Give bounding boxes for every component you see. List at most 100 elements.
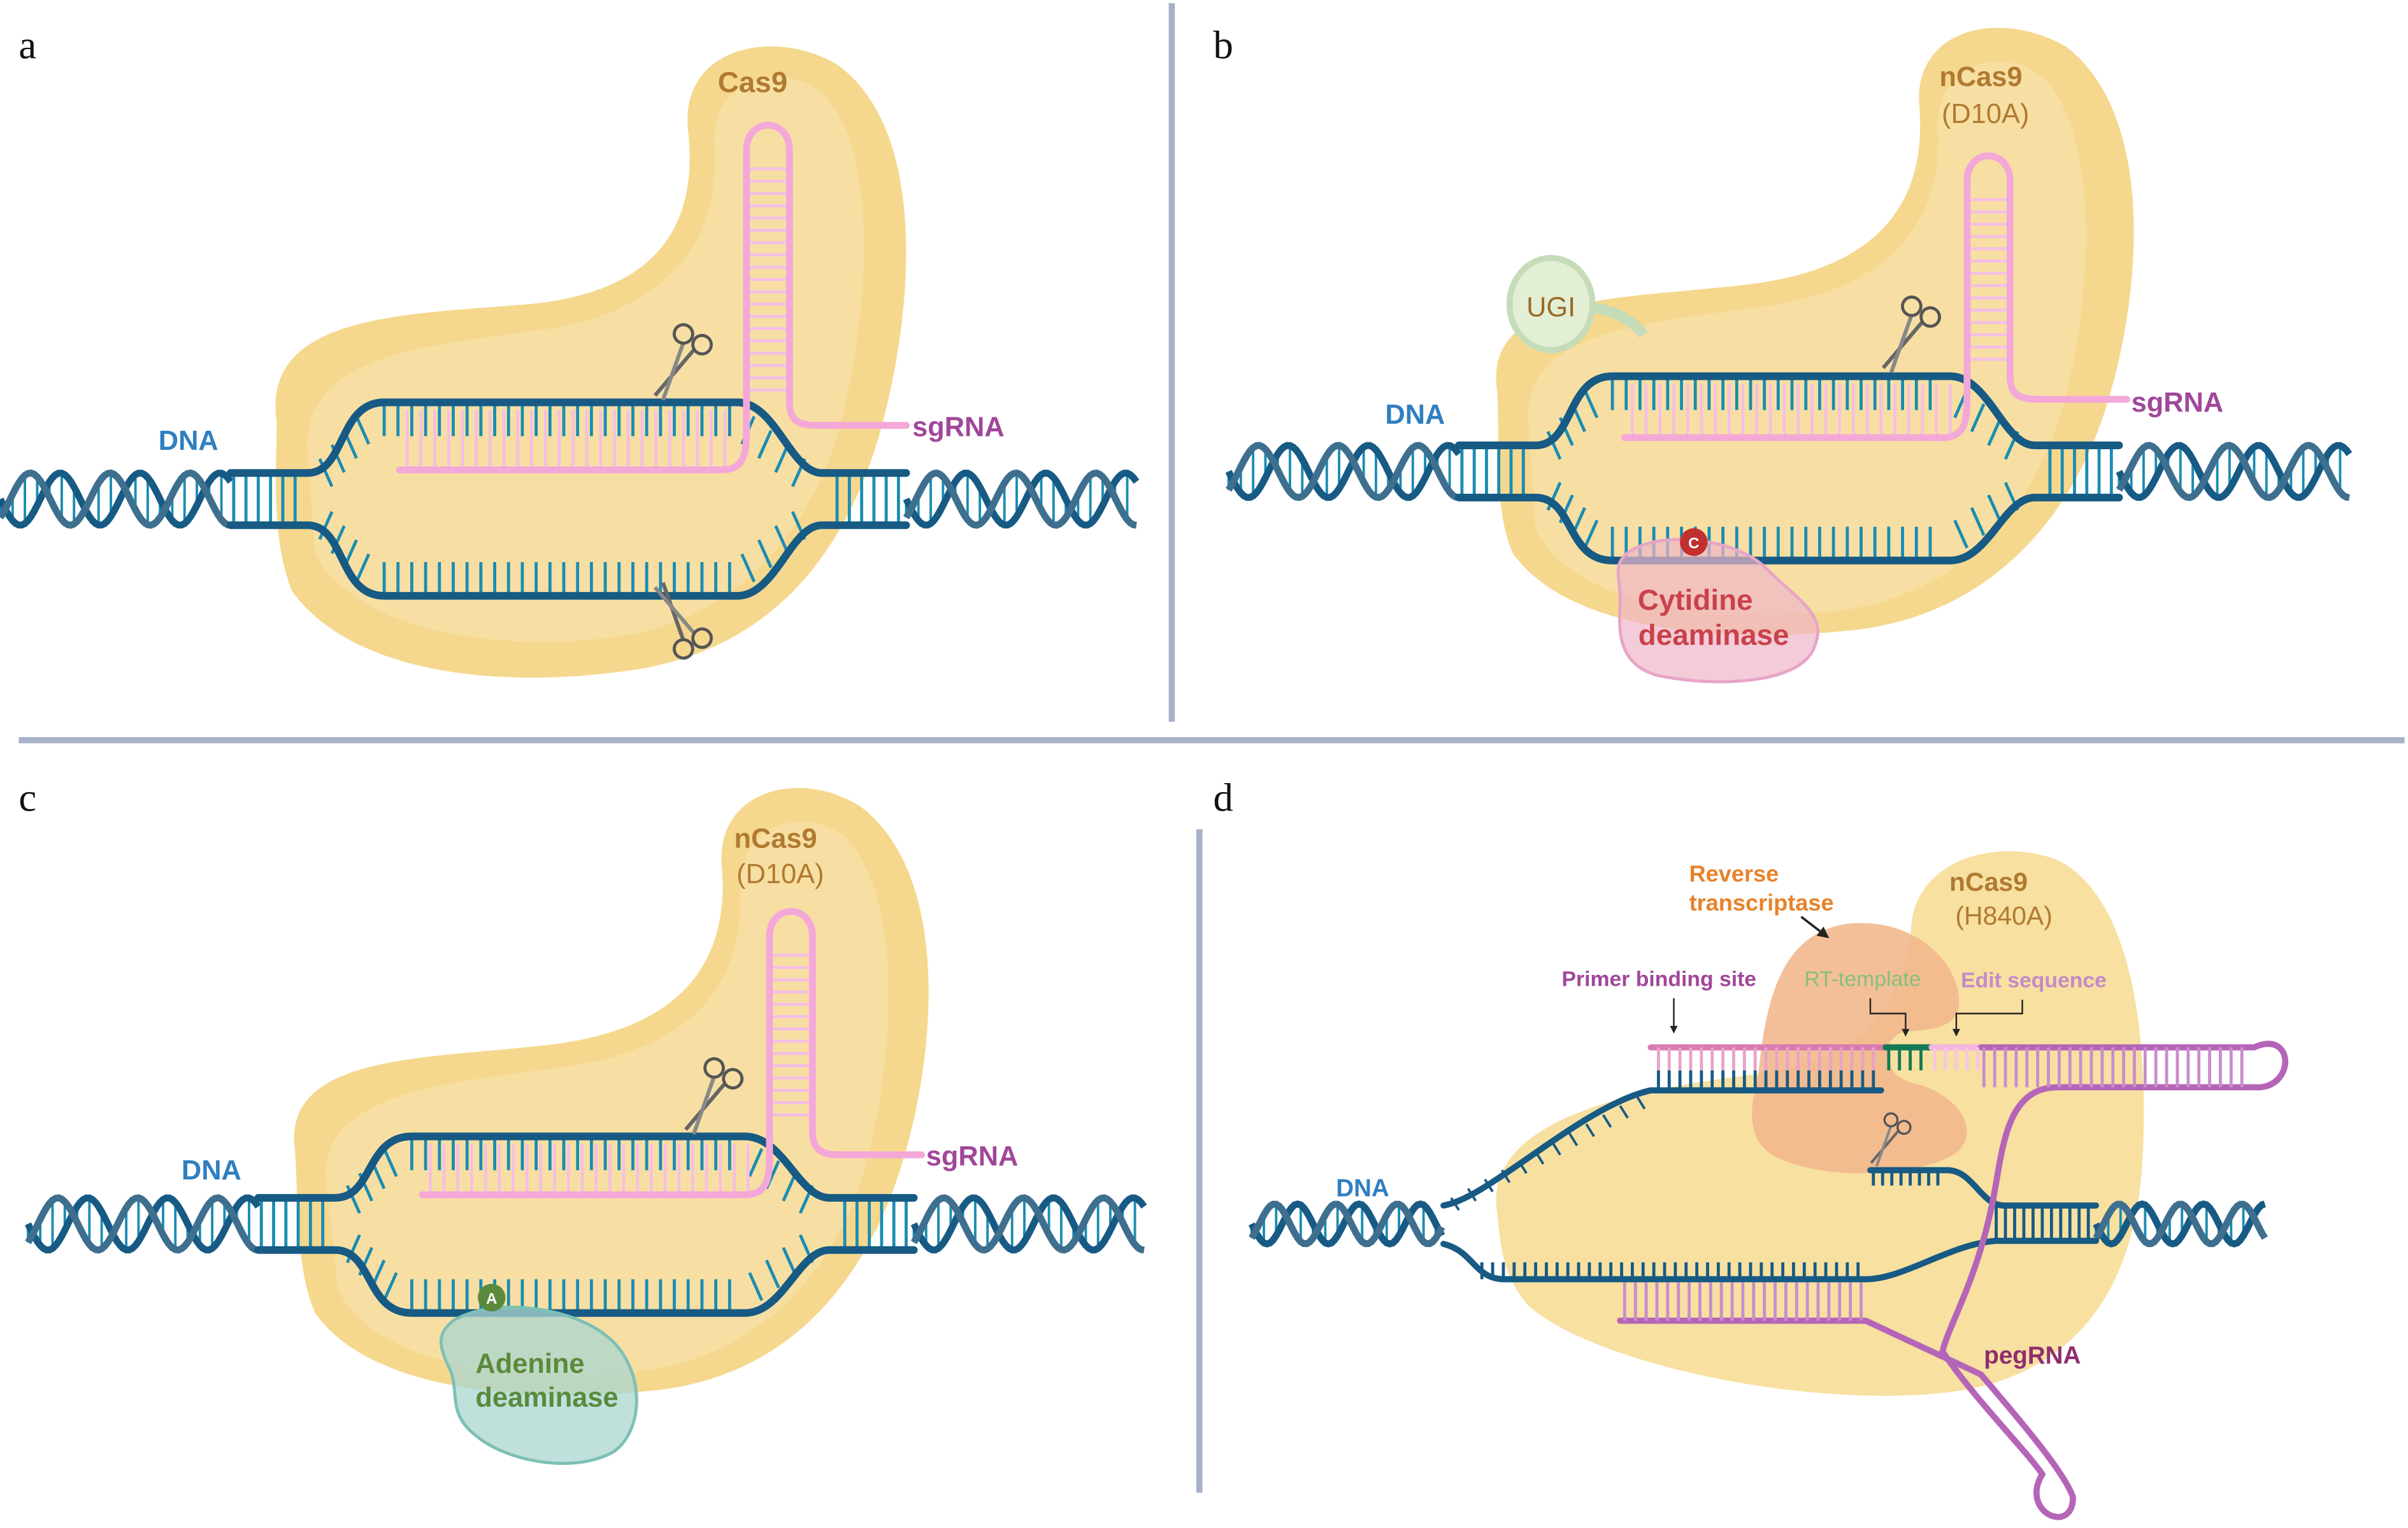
adenine-base-label: A [486, 1290, 497, 1308]
adenine-deaminase-label-2: deaminase [475, 1383, 618, 1413]
base [1583, 389, 1599, 419]
rt-template-label: RT-template [1804, 967, 1921, 991]
base [757, 429, 773, 459]
dna-backbone [910, 1194, 1147, 1253]
base [1602, 1114, 1612, 1128]
ugi-label: UGI [1526, 292, 1575, 322]
handle [1883, 1112, 1899, 1128]
dna-label: DNA [1336, 1174, 1389, 1202]
dna-helix-right [2093, 1200, 2268, 1248]
dna-backbone [2116, 442, 2353, 501]
ncas9-highlight [1528, 61, 2086, 615]
base [318, 511, 334, 540]
panel-b: UGI C Cytidine deaminase b nCas9 (D10A) … [1213, 23, 2353, 684]
dna-strands [1440, 1070, 2100, 1283]
strand [227, 398, 910, 477]
handle [722, 1068, 744, 1090]
ncas9-label: nCas9 [734, 823, 817, 854]
sgrna-strand [396, 122, 910, 473]
base [1450, 1197, 1460, 1211]
base [1534, 1151, 1545, 1165]
dna-helix [0, 398, 1140, 600]
handle [691, 627, 713, 649]
strand [227, 521, 910, 600]
base [1585, 1123, 1595, 1137]
mutation-label: (D10A) [736, 859, 824, 890]
base [355, 553, 371, 582]
base [782, 1246, 798, 1276]
rt-arrow [1800, 916, 1830, 939]
base [1551, 1142, 1561, 1156]
base [1970, 507, 1986, 537]
dna-backbone [2116, 442, 2350, 501]
base [382, 1272, 398, 1301]
ncas9-highlight [326, 821, 889, 1374]
dna-helix [1225, 372, 2353, 565]
handle [672, 638, 694, 660]
base [774, 443, 790, 473]
strand [254, 1132, 918, 1202]
handle [1896, 1120, 1912, 1135]
base [748, 1148, 764, 1178]
panel-letter: b [1213, 23, 1233, 68]
panel-a: a Cas9 DNA sgRNA [0, 23, 1140, 678]
dna-backbone [2093, 1200, 2266, 1248]
ugi-protein [1506, 255, 1596, 354]
strand [1617, 1041, 2289, 1520]
panel-letter: c [18, 775, 36, 820]
sgrna-label: sgRNA [2132, 387, 2224, 418]
cytidine-deaminase-label-2: deaminase [1638, 619, 1789, 651]
blade [1889, 315, 1913, 373]
dna-backbone [25, 1194, 259, 1254]
dna-label: DNA [182, 1155, 241, 1186]
blade [692, 1078, 715, 1135]
sgrna-strand [419, 907, 925, 1199]
panel-letter: d [1213, 775, 1233, 820]
strand [1440, 1087, 1884, 1209]
base [382, 1148, 398, 1178]
base [1619, 1105, 1629, 1119]
strand [254, 1246, 918, 1317]
edit-sequence-arrow [1952, 999, 2023, 1037]
adenine-deaminase-label-1: Adenine [475, 1349, 584, 1380]
scissors-icon [1870, 1112, 1912, 1167]
scissors-icon [1881, 295, 1941, 373]
blade [1875, 1127, 1892, 1167]
dna-backbone [25, 1194, 261, 1253]
base [1987, 494, 2003, 524]
cytosine-base-label: C [1688, 535, 1699, 552]
cytidine-deaminase-label-1: Cytidine [1638, 584, 1753, 616]
dna-label: DNA [159, 426, 219, 456]
pbs-label: Primer binding site [1562, 967, 1757, 991]
panel-c: A Adenine deaminase c nCas9 (D10A) DNA s… [18, 775, 1147, 1465]
strand [1867, 1167, 2100, 1209]
adenine-base-marker [478, 1283, 506, 1312]
dna-backbone [910, 1194, 1145, 1254]
blade [661, 343, 685, 401]
dna-backbone [0, 470, 234, 529]
base [748, 1272, 764, 1301]
base [1987, 417, 2003, 446]
scissors-icon [684, 1057, 744, 1135]
strand [396, 122, 910, 473]
dna-backbone [903, 469, 1137, 529]
mutation-label: (H840A) [1955, 901, 2053, 930]
base [1546, 431, 1562, 460]
dna-backbone [1225, 442, 1459, 501]
base [1635, 1095, 1646, 1110]
handle [703, 1057, 725, 1079]
dna-helix [25, 1132, 1147, 1317]
scissors-icon [653, 582, 713, 660]
adenine-deaminase [440, 1306, 638, 1465]
rt-label-2: transcriptase [1689, 890, 1834, 916]
rt-label-1: Reverse [1689, 860, 1779, 886]
base [740, 553, 756, 582]
blade [653, 586, 695, 634]
rt-template-arrow [1869, 998, 1910, 1037]
dna-helix-left [1248, 1200, 1445, 1248]
base [757, 539, 773, 568]
sgrna-label: sgRNA [912, 412, 1005, 442]
dna-backbone [903, 470, 1140, 529]
mutation-label: (D10A) [1942, 99, 2029, 129]
base [774, 525, 790, 554]
